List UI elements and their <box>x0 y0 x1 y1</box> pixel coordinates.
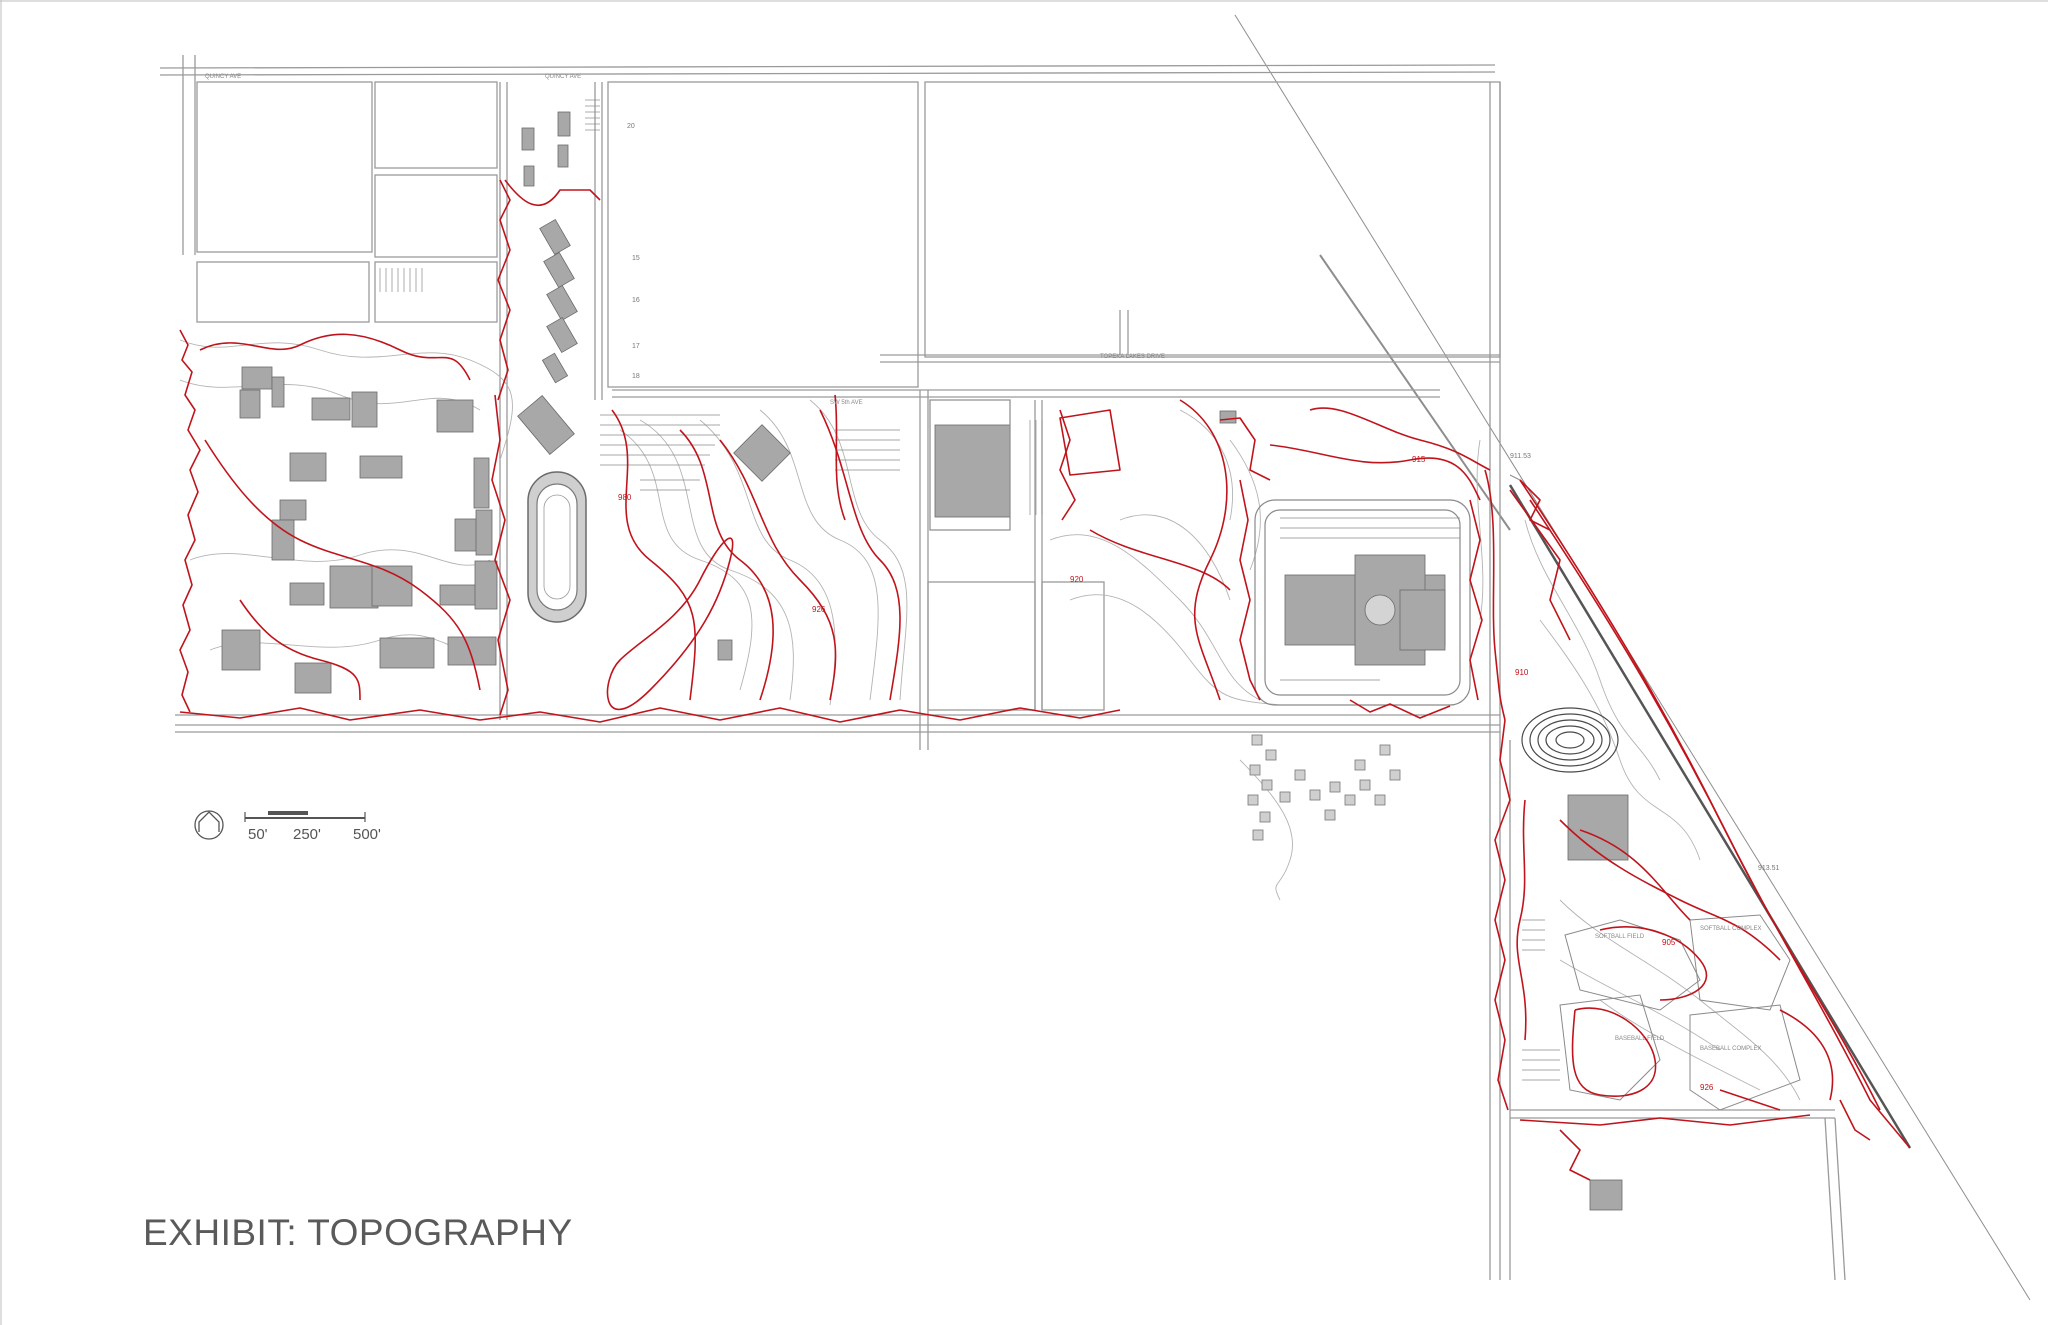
scale-label: 50' <box>248 826 268 843</box>
street-label: SW 5th AVE <box>830 400 863 406</box>
north-buildings <box>517 111 578 455</box>
round-stadium <box>1521 707 1619 773</box>
major-contours <box>179 179 1911 1181</box>
elevation-labels: 980 926 920 915 910 905 911.53 913.51 92… <box>618 453 1780 1092</box>
scale-bar <box>244 811 366 822</box>
spot-elevation: 915 <box>1412 455 1426 464</box>
parking-lots <box>379 99 1560 1081</box>
field-label: BASEBALL FIELD <box>1615 1036 1665 1042</box>
field-label: SOFTBALL FIELD <box>1595 934 1645 940</box>
spot-elevation: 911.53 <box>1510 453 1531 460</box>
spot-elevation: 980 <box>618 493 632 502</box>
street-label: TOPEKA LAKES DRIVE <box>1100 354 1165 360</box>
parking-number: 20 <box>627 123 635 130</box>
spot-elevation: 910 <box>1515 668 1529 677</box>
parking-number: 16 <box>632 297 640 304</box>
road-grid <box>159 55 1846 1281</box>
central-buildings <box>717 410 1629 1211</box>
field-label: SOFTBALL COMPLEX <box>1700 926 1761 932</box>
spot-elevation: 905 <box>1662 938 1676 947</box>
exhibit-title: EXHIBIT: TOPOGRAPHY <box>143 1212 573 1253</box>
east-complex <box>929 399 1471 706</box>
street-label: QUINCY AVE <box>205 74 241 80</box>
field-label: BASEBALL COMPLEX <box>1700 1046 1761 1052</box>
spot-elevation: 926 <box>1700 1083 1714 1092</box>
track-field <box>527 471 587 623</box>
street-label: QUINCY AVE <box>545 74 581 80</box>
parking-number: 17 <box>632 343 640 350</box>
spot-elevation: 920 <box>1070 575 1084 584</box>
scale-label: 500' <box>353 826 381 843</box>
spot-elevation: 926 <box>812 605 826 614</box>
street-labels: QUINCY AVE QUINCY AVE SW 5th AVE TOPEKA … <box>205 74 1761 1052</box>
parking-number: 15 <box>632 255 640 262</box>
ballfields <box>1559 914 1801 1111</box>
west-campus-buildings <box>221 366 498 694</box>
housing-cluster <box>1247 734 1401 841</box>
parking-number: 18 <box>632 373 640 380</box>
spot-elevation: 913.51 <box>1758 865 1780 872</box>
north-arrow-icon <box>194 810 224 840</box>
scale-label: 250' <box>293 826 321 843</box>
